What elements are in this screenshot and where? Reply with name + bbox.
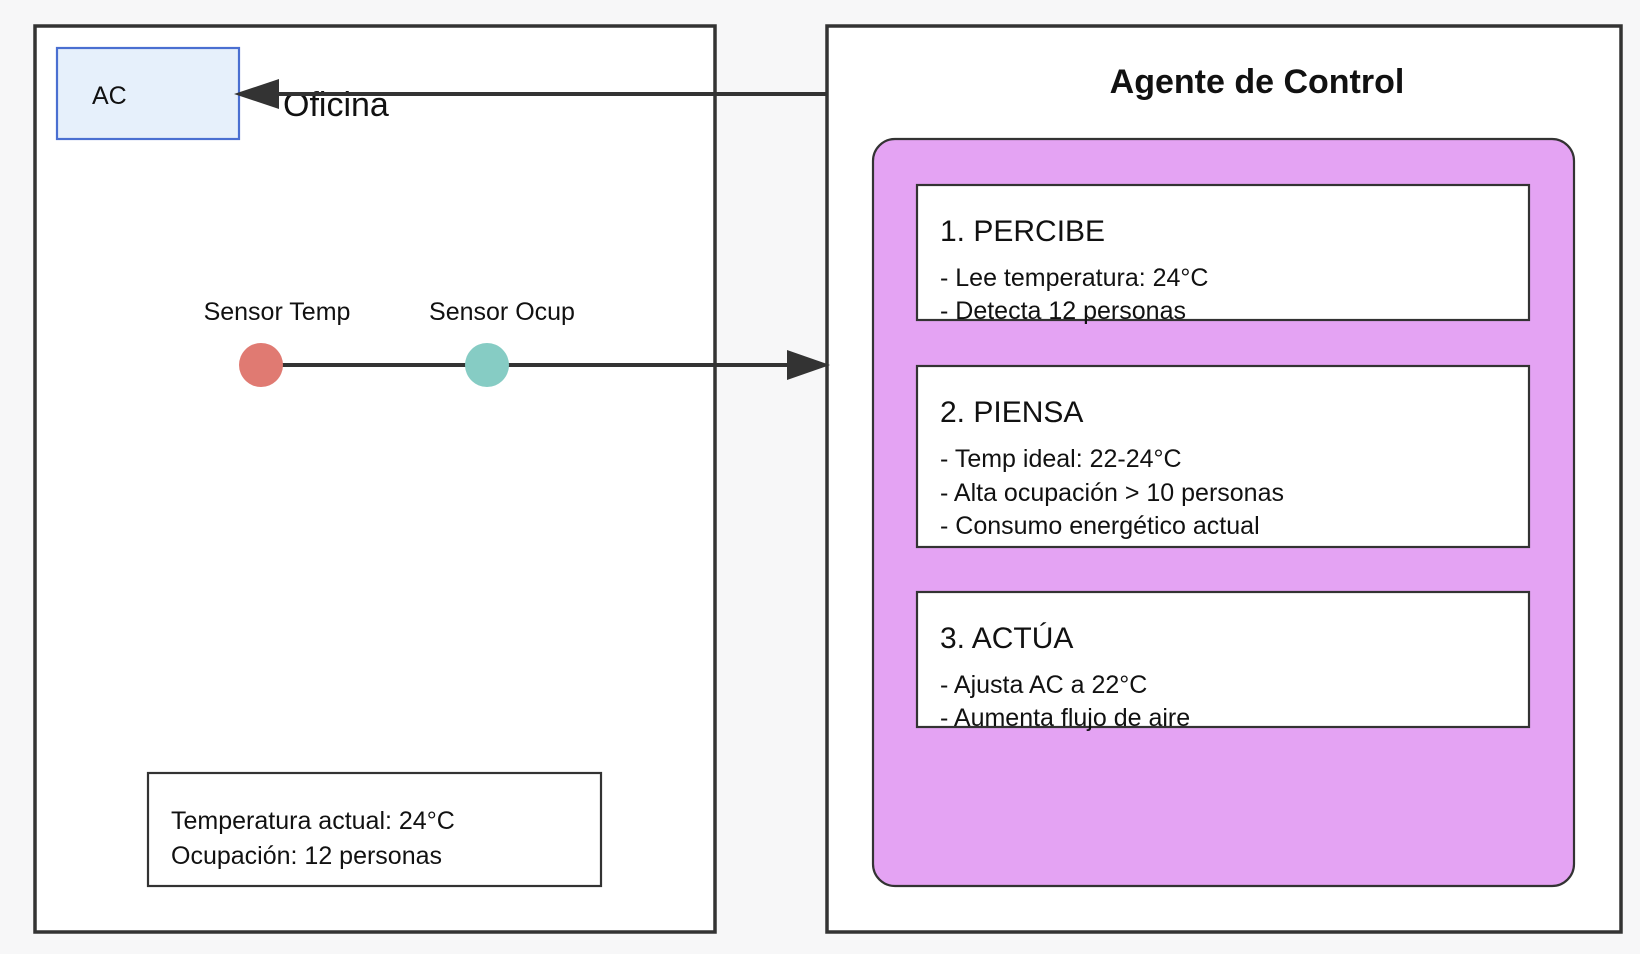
step-item: - Detecta 12 personas <box>940 297 1186 325</box>
step-item: - Consumo energético actual <box>940 512 1260 540</box>
office-panel: AC Oficina Sensor Temp Sensor Ocup Tempe… <box>33 24 717 934</box>
agent-title: Agente de Control <box>1110 63 1405 101</box>
status-temperature: Temperatura actual: 24°C <box>171 807 455 835</box>
step-box <box>915 183 1531 322</box>
office-title: Oficina <box>283 86 389 124</box>
sensor-occupancy-dot <box>465 343 509 387</box>
agent-panel: Agente de Control 1. PERCIBE - Lee tempe… <box>825 24 1623 934</box>
step-item: - Alta ocupación > 10 personas <box>940 479 1284 507</box>
step-title: 1. PERCIBE <box>940 215 1105 248</box>
step-title: 3. ACTÚA <box>940 622 1073 655</box>
sensor-to-agent-arrowhead <box>787 350 830 380</box>
sensor-occupancy-label: Sensor Ocup <box>429 298 575 326</box>
step-box <box>915 364 1531 549</box>
step-act: 3. ACTÚA - Ajusta AC a 22°C - Aumenta fl… <box>915 590 1531 732</box>
agent-to-ac-arrowhead <box>234 79 279 109</box>
step-item: - Temp ideal: 22-24°C <box>940 445 1182 473</box>
sensor-temp-dot <box>239 343 283 387</box>
step-item: - Ajusta AC a 22°C <box>940 671 1147 699</box>
status-box <box>146 771 603 888</box>
step-box <box>915 590 1531 729</box>
status-occupancy: Ocupación: 12 personas <box>171 842 442 870</box>
step-perceive: 1. PERCIBE - Lee temperatura: 24°C - Det… <box>915 183 1531 325</box>
step-item: - Aumenta flujo de aire <box>940 704 1190 732</box>
step-think: 2. PIENSA - Temp ideal: 22-24°C - Alta o… <box>915 364 1531 549</box>
connections <box>234 79 830 380</box>
ac-label: AC <box>92 82 127 110</box>
sensor-temp-label: Sensor Temp <box>204 298 351 326</box>
ac-unit <box>55 46 241 141</box>
step-item: - Lee temperatura: 24°C <box>940 264 1208 292</box>
step-title: 2. PIENSA <box>940 396 1083 429</box>
